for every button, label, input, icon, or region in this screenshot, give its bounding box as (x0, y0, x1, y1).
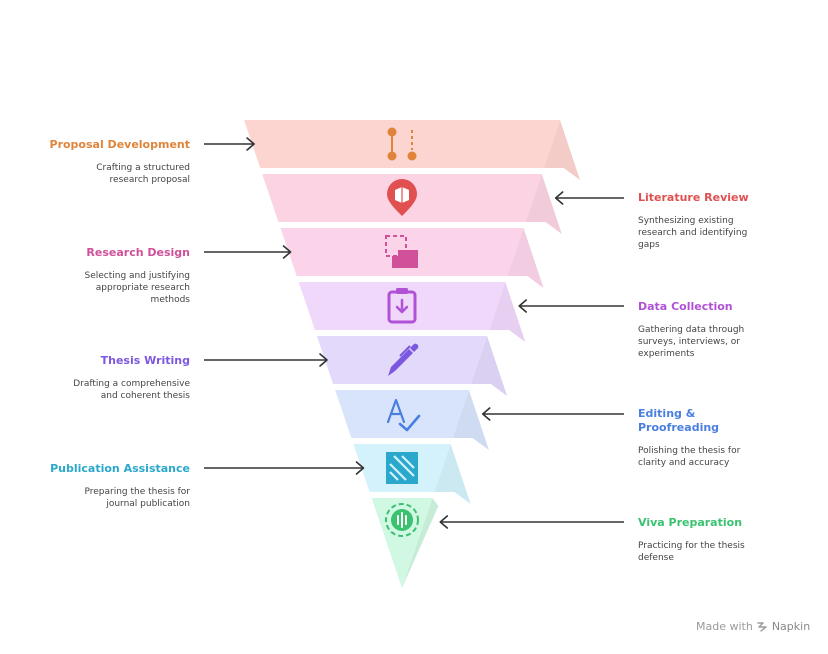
clipboard-download-icon (387, 288, 417, 324)
watermark-prefix: Made with (696, 620, 753, 633)
connector-arrow (481, 407, 624, 421)
publish-icon (386, 452, 418, 484)
pen-icon (388, 343, 419, 376)
connector-arrow (204, 353, 328, 367)
connector-arrow (554, 191, 624, 205)
funnel-stage (371, 498, 439, 588)
stage-description: Synthesizing existing research and ident… (638, 216, 748, 250)
funnel-stage (298, 282, 526, 342)
stage-side-face (489, 282, 526, 342)
stage-description: Polishing the thesis for clarity and acc… (638, 446, 741, 468)
connector-arrow (204, 461, 365, 475)
stage-description: Drafting a comprehensive and coherent th… (73, 379, 190, 401)
stage-title: Data Collection (638, 300, 733, 313)
stage-side-face (525, 174, 562, 234)
funnel-stage (262, 174, 562, 234)
stage-description: Practicing for the thesis defense (638, 541, 745, 563)
stage-description: Gathering data through surveys, intervie… (638, 325, 745, 359)
stage-face (244, 120, 560, 168)
stage-title: Thesis Writing (100, 354, 190, 367)
stage-side-face (402, 498, 439, 588)
watermark: Made with Napkin (696, 620, 810, 633)
connector-arrow (518, 299, 624, 313)
stage-title: Editing & Proofreading (638, 407, 720, 434)
layout-icon (385, 235, 418, 268)
audio-wave-icon (385, 503, 419, 537)
funnel-stage (353, 444, 471, 504)
stage-side-face (452, 390, 489, 450)
stage-side-face (507, 228, 544, 288)
stage-title: Literature Review (638, 191, 749, 204)
funnel-stage (335, 390, 489, 450)
funnel-stage (316, 336, 508, 396)
connector-arrow (204, 137, 255, 151)
stage-side-face (434, 444, 471, 504)
stage-title: Viva Preparation (638, 516, 743, 529)
stage-title: Research Design (86, 246, 190, 259)
stage-description: Crafting a structured research proposal (96, 163, 190, 185)
stage-description: Preparing the thesis for journal publica… (84, 487, 190, 509)
location-pin-icon (387, 179, 417, 216)
stage-title: Publication Assistance (50, 462, 190, 475)
connector-arrow (439, 515, 624, 529)
funnel-stage (280, 228, 544, 288)
stage-title: Proposal Development (49, 138, 190, 151)
funnel-stage (244, 120, 580, 180)
branch-icon (387, 127, 417, 161)
stage-side-face (543, 120, 580, 180)
stage-side-face (470, 336, 508, 396)
stage-description: Selecting and justifying appropriate res… (84, 271, 190, 305)
napkin-logo-icon (757, 622, 767, 632)
connector-arrow (204, 245, 292, 259)
spellcheck-icon (386, 398, 421, 432)
watermark-brand: Napkin (771, 620, 811, 633)
